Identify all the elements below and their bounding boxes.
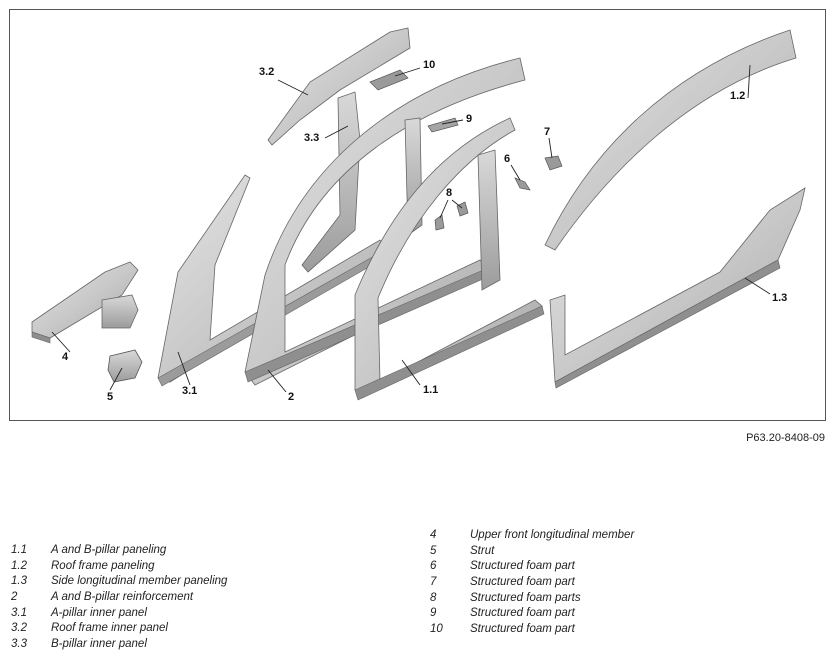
leader-1-3 bbox=[744, 277, 771, 295]
legend-label: A-pillar inner panel bbox=[51, 606, 147, 619]
legend-item: 6 Structured foam part bbox=[430, 559, 634, 575]
body-parts-drawing bbox=[31, 27, 806, 401]
legend-label: Upper front longitudinal member bbox=[470, 529, 635, 541]
leader-1-1 bbox=[401, 359, 421, 386]
leader-6 bbox=[510, 164, 521, 181]
leader-1-2 bbox=[747, 64, 751, 99]
leader-4 bbox=[51, 331, 71, 353]
figure-reference-code: P63.20-8408-09 bbox=[746, 432, 825, 444]
part-10-structured-foam-part bbox=[369, 69, 409, 91]
legend-item: 3.1 A-pillar inner panel bbox=[11, 606, 227, 622]
legend-label: Structured foam part bbox=[470, 560, 575, 573]
callout-2: 2 bbox=[288, 391, 295, 403]
legend-number: 5 bbox=[430, 544, 437, 557]
legend-item: 9 Structured foam part bbox=[430, 606, 634, 622]
legend-label: Structured foam parts bbox=[470, 591, 581, 604]
legend-label: A and B-pillar paneling bbox=[51, 544, 167, 556]
legend-number: 1.3 bbox=[11, 575, 27, 588]
part-1-1-a-b-pillar-paneling bbox=[354, 117, 545, 401]
legend-item: 5 Strut bbox=[430, 544, 634, 560]
callout-1-3: 1.3 bbox=[772, 292, 788, 304]
legend-label: Structured foam part bbox=[470, 607, 575, 620]
legend-item: 4 Upper front longitudinal member bbox=[430, 528, 634, 544]
legend-item: 3.2 Roof frame inner panel bbox=[11, 621, 227, 637]
legend-number: 7 bbox=[430, 576, 437, 589]
part-6-structured-foam-part bbox=[514, 177, 531, 191]
legend-label: Side longitudinal member paneling bbox=[51, 575, 228, 588]
callout-7: 7 bbox=[544, 126, 551, 138]
part-3-3-b-pillar-inner-panel bbox=[301, 91, 361, 273]
callout-3-3: 3.3 bbox=[304, 132, 320, 144]
legend-label: B-pillar inner panel bbox=[51, 638, 147, 651]
leader-8b bbox=[451, 199, 463, 209]
legend-label: Structured foam part bbox=[470, 576, 575, 589]
leader-3-1 bbox=[177, 351, 191, 386]
callout-1-2: 1.2 bbox=[730, 90, 746, 102]
exploded-view-figure: 1.1 1.2 1.3 2 3.1 3.2 3.3 4 5 6 7 8 9 10 bbox=[9, 9, 826, 421]
leader-9 bbox=[441, 119, 464, 125]
legend-label: Strut bbox=[470, 544, 495, 557]
callout-3-1: 3.1 bbox=[182, 385, 198, 397]
legend-number: 9 bbox=[430, 607, 437, 620]
leader-3-2 bbox=[277, 79, 309, 96]
legend-number: 6 bbox=[430, 560, 437, 573]
legend-label: Structured foam part bbox=[470, 623, 575, 636]
leader-10 bbox=[394, 67, 421, 77]
legend-item: 1.2 Roof frame paneling bbox=[11, 559, 227, 575]
part-1-3-side-longitudinal-member-paneling bbox=[549, 187, 806, 389]
leader-7 bbox=[548, 137, 553, 159]
legend-item: 3.3 B-pillar inner panel bbox=[11, 637, 227, 653]
part-8-structured-foam-parts bbox=[434, 201, 469, 231]
legend-item: 2 A and B-pillar reinforcement bbox=[11, 590, 227, 606]
part-5-strut bbox=[107, 349, 143, 383]
callout-8: 8 bbox=[446, 187, 453, 199]
leader-lines bbox=[51, 64, 771, 393]
part-1-2-roof-frame-paneling bbox=[544, 29, 797, 251]
leader-2 bbox=[267, 369, 287, 393]
legend-item: 10 Structured foam part bbox=[430, 622, 634, 638]
legend-number: 8 bbox=[430, 591, 437, 604]
part-3-2-roof-frame-inner-panel bbox=[267, 27, 411, 146]
part-9-structured-foam-part bbox=[427, 117, 459, 133]
callout-10: 10 bbox=[423, 59, 436, 71]
part-4-upper-front-longitudinal-member bbox=[31, 261, 139, 344]
legend-number: 3.1 bbox=[11, 606, 27, 619]
callout-5: 5 bbox=[107, 391, 114, 403]
callout-1-1: 1.1 bbox=[423, 384, 439, 396]
callout-9: 9 bbox=[466, 113, 473, 125]
legend-number: 3.3 bbox=[11, 638, 27, 651]
legend-number: 1.2 bbox=[11, 559, 27, 572]
legend-item: 8 Structured foam parts bbox=[430, 591, 634, 607]
legend-number: 3.2 bbox=[11, 622, 27, 635]
legend-item: 7 Structured foam part bbox=[430, 575, 634, 591]
callout-4: 4 bbox=[62, 351, 69, 363]
part-7-structured-foam-part bbox=[544, 155, 563, 171]
legend-label: Roof frame paneling bbox=[51, 559, 155, 572]
leader-8a bbox=[439, 199, 449, 219]
leader-5 bbox=[109, 367, 123, 391]
leader-3-3 bbox=[324, 125, 349, 139]
legend-number: 10 bbox=[430, 623, 443, 636]
callout-6: 6 bbox=[504, 153, 511, 165]
legend-number: 2 bbox=[11, 591, 18, 604]
legend-label: Roof frame inner panel bbox=[51, 622, 168, 635]
callout-3-2: 3.2 bbox=[259, 66, 275, 78]
legend-number: 1.1 bbox=[11, 544, 27, 556]
legend-item: 1.1 A and B-pillar paneling bbox=[11, 543, 227, 559]
legend-number: 4 bbox=[430, 529, 437, 541]
legend-label: A and B-pillar reinforcement bbox=[51, 591, 194, 604]
legend-item: 1.3 Side longitudinal member paneling bbox=[11, 574, 227, 590]
